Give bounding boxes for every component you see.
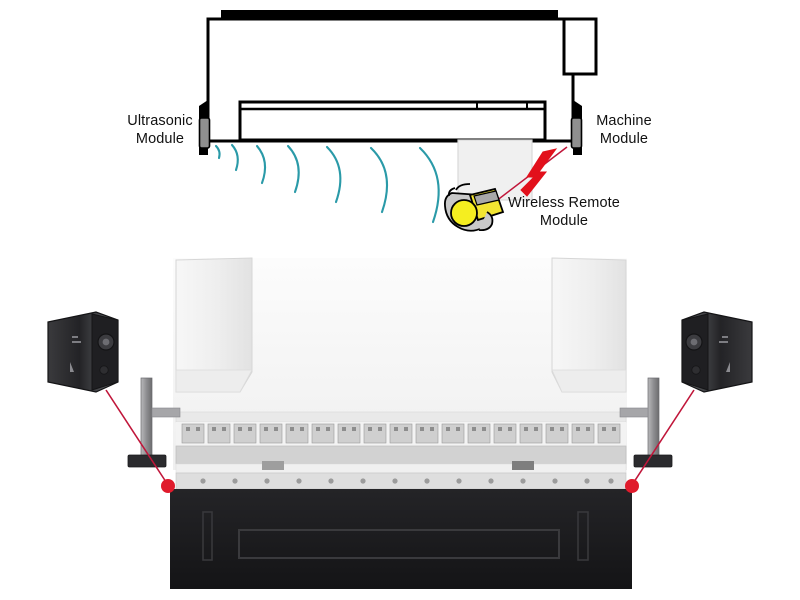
right-post-group [570,100,583,155]
right-pillar-foot [551,369,627,393]
ram-beam-outline [238,100,547,142]
operator-thumb [478,211,494,232]
press-brake-outline [206,10,598,143]
left-post-arm [151,407,181,418]
remote-top-panel [473,190,500,206]
machine-module-icon[interactable] [570,117,583,149]
machine-module-cable [572,107,577,119]
ultrasonic-sensor-cable [203,107,208,119]
top-cap-bar [221,10,558,19]
wireless-signal-bolt-icon [486,146,568,209]
left-mounting-post [127,377,181,468]
bed-plate [175,463,627,474]
right-module-face [681,313,709,391]
punch-tooling-row [175,422,627,474]
remote-button[interactable] [450,199,478,227]
left-pointer-line [105,389,169,486]
base-slot-right [577,511,589,561]
handheld-remote-icon[interactable] [443,183,505,232]
base-slot-left [202,511,213,561]
wireless-remote-module-label: Wireless Remote Module [508,195,620,229]
mount-point-marker-icon [105,389,695,493]
die-rail [175,472,627,490]
base-recess-panel [238,529,560,559]
ram-plate [175,411,627,423]
bed-tab-right [512,461,534,470]
right-marker-dot [625,479,639,493]
left-sensor-module-icon[interactable] [47,311,119,393]
left-module-face [91,313,119,391]
signal-bolt-shape [520,148,558,197]
right-mounting-post [619,377,673,468]
right-module-indicator [691,365,701,375]
schematic-side-view [198,10,598,232]
right-post-arm [619,407,649,418]
left-module-indicator [99,365,109,375]
machine-base [170,489,632,589]
left-post-group [198,100,211,155]
ultrasonic-wave-icon [214,143,440,224]
left-post-clamp [127,454,167,468]
tool-clamp-bar [175,445,627,465]
right-pointer-line [631,389,695,486]
machine-module-label: Machine Module [596,113,652,147]
left-pillar-foot [175,369,253,393]
right-sensor-module-icon[interactable] [681,311,753,393]
bed-tab-left [262,461,284,470]
left-marker-dot [161,479,175,493]
control-box-outline [562,17,598,76]
right-post-clamp [633,454,673,468]
ultrasonic-module-label: Ultrasonic Module [127,113,193,147]
